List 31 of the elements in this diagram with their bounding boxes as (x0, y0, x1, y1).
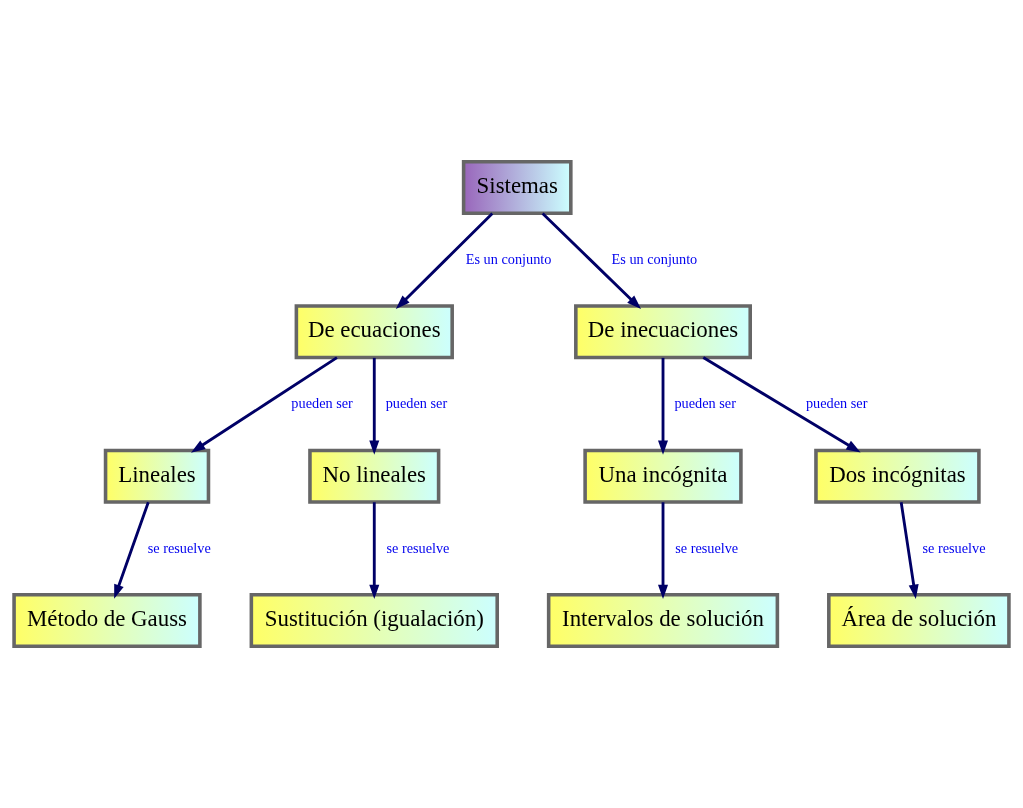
arrow (190, 356, 338, 453)
edge-label: se resuelve (386, 539, 450, 556)
node-box: Dos incógnitas (814, 448, 981, 504)
edge-label: Es un conjunto (611, 250, 698, 267)
node-box: Una incógnita (583, 448, 743, 504)
node-box: No lineales (308, 448, 441, 504)
node-box: Lineales (103, 448, 211, 504)
node-box: Método de Gauss (12, 593, 202, 649)
arrow (369, 502, 380, 600)
arrow (658, 357, 669, 455)
edge-label: Es un conjunto (465, 250, 552, 267)
arrow (702, 356, 861, 453)
node-box: De ecuaciones (294, 304, 454, 360)
edge-label: pueden ser (805, 395, 868, 412)
arrow (395, 212, 494, 310)
arrow (369, 357, 380, 455)
edge-label: se resuelve (922, 539, 986, 556)
edge-label: se resuelve (675, 539, 739, 556)
arrow (899, 502, 919, 600)
node-box: Sustitución (igualación) (249, 593, 499, 649)
node-box: De inecuaciones (574, 304, 752, 360)
node-box: Área de solución (827, 593, 1011, 649)
arrow (114, 501, 150, 599)
node-box: Intervalos de solución (546, 593, 780, 649)
arrow (658, 502, 669, 600)
edge-label: pueden ser (385, 395, 448, 412)
edge-label: se resuelve (147, 539, 211, 556)
node-box: Sistemas (461, 159, 573, 215)
arrow (541, 212, 642, 310)
edge-label: pueden ser (674, 395, 736, 412)
edge-label: pueden ser (291, 395, 353, 412)
